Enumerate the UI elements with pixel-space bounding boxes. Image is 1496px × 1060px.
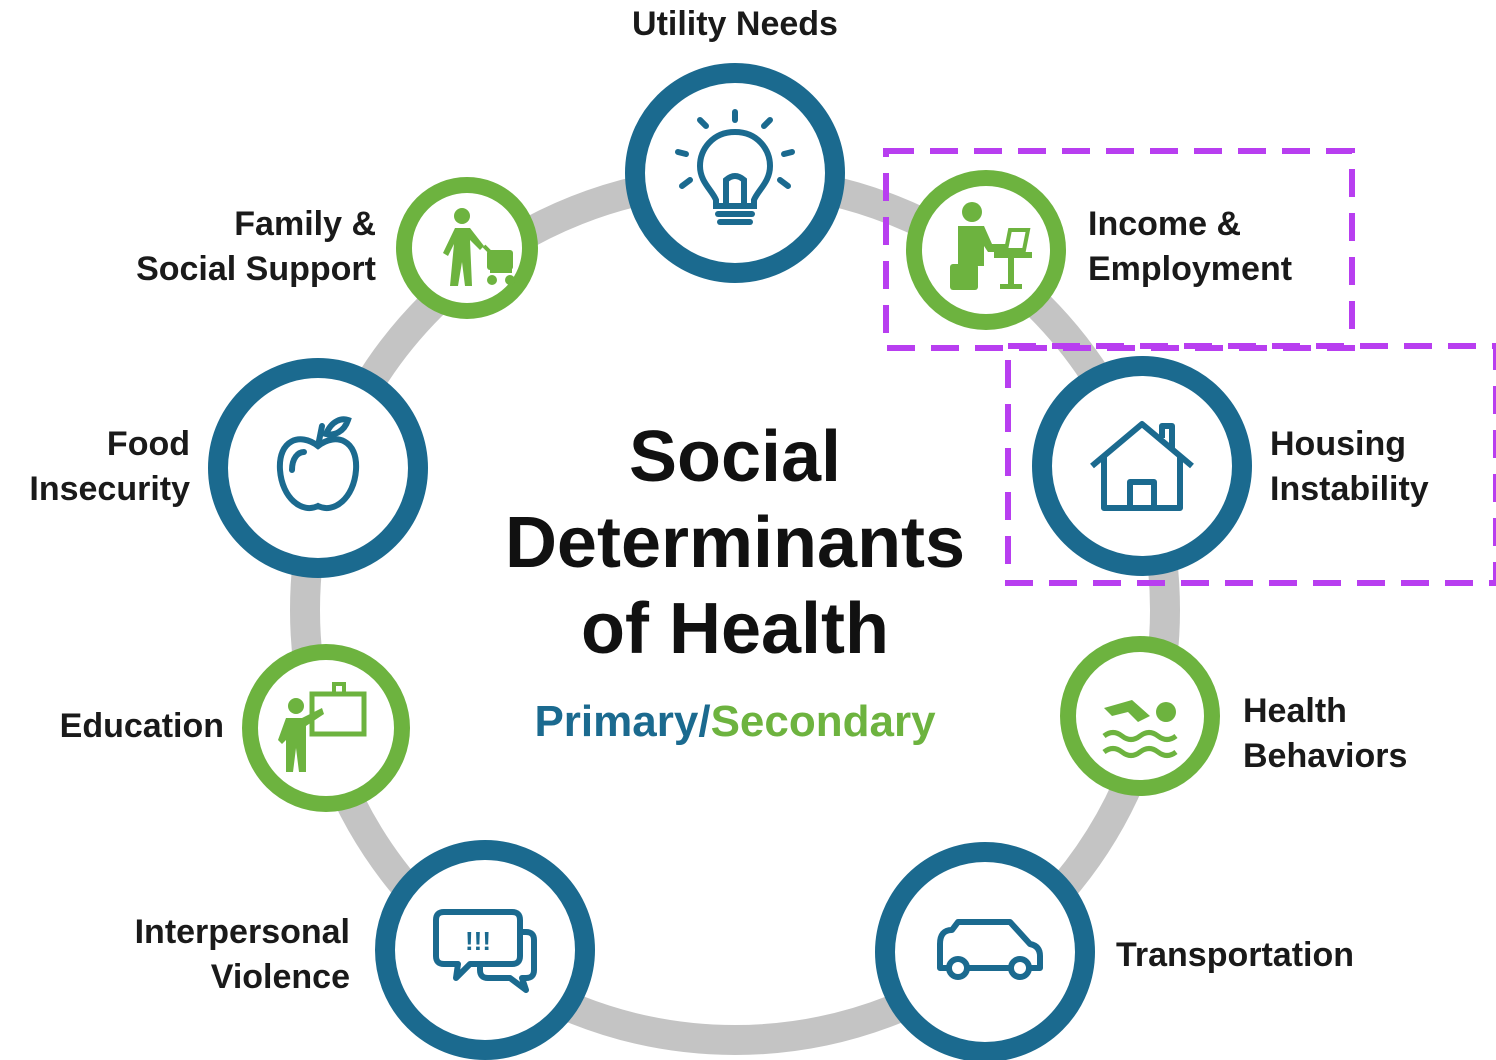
node-food-insecurity (208, 358, 428, 578)
label-housing-instability: Housing Instability (1270, 425, 1429, 508)
label-food-insecurity: Food Insecurity (29, 425, 190, 508)
diagram-title: Social Determinants of Health (470, 414, 1000, 672)
label-family-social-support: Family & Social Support (136, 205, 376, 288)
house-icon (1090, 421, 1194, 511)
label-utility-needs: Utility Needs (632, 5, 838, 43)
node-family-social-support (396, 177, 538, 319)
node-health-behaviors (1060, 636, 1220, 796)
label-education: Education (59, 707, 224, 745)
highlight-box-housing (1005, 343, 1496, 586)
teacher-board-icon (278, 682, 367, 772)
parent-with-stroller-icon (443, 208, 515, 286)
car-icon (937, 919, 1043, 980)
label-transportation: Transportation (1116, 936, 1355, 974)
title-line-3: of Health (580, 589, 889, 669)
title-line-2: Determinants (504, 503, 966, 583)
node-transportation (875, 842, 1095, 1060)
label-health-behaviors: Health Behaviors (1243, 692, 1408, 775)
swimmer-icon (1102, 700, 1178, 758)
legend: Primary/Secondary (460, 694, 1010, 750)
legend-separator: / (698, 697, 711, 746)
node-utility-needs (625, 63, 845, 283)
node-income-employment (906, 170, 1066, 330)
legend-primary: Primary (534, 697, 699, 746)
node-education (242, 644, 410, 812)
legend-secondary: Secondary (710, 697, 936, 746)
lightbulb-icon (675, 109, 795, 225)
title-line-1: Social (628, 417, 842, 497)
speech-bubbles-icon: !!! (433, 909, 537, 993)
node-interpersonal-violence: !!! (375, 840, 595, 1060)
node-housing-instability (1032, 356, 1252, 576)
label-income-employment: Income & Employment (1088, 205, 1293, 288)
label-interpersonal-violence: Interpersonal Violence (134, 913, 350, 996)
exclamations-text: !!! (465, 926, 491, 956)
apple-icon (276, 416, 360, 511)
person-at-desk-icon (950, 202, 1032, 290)
